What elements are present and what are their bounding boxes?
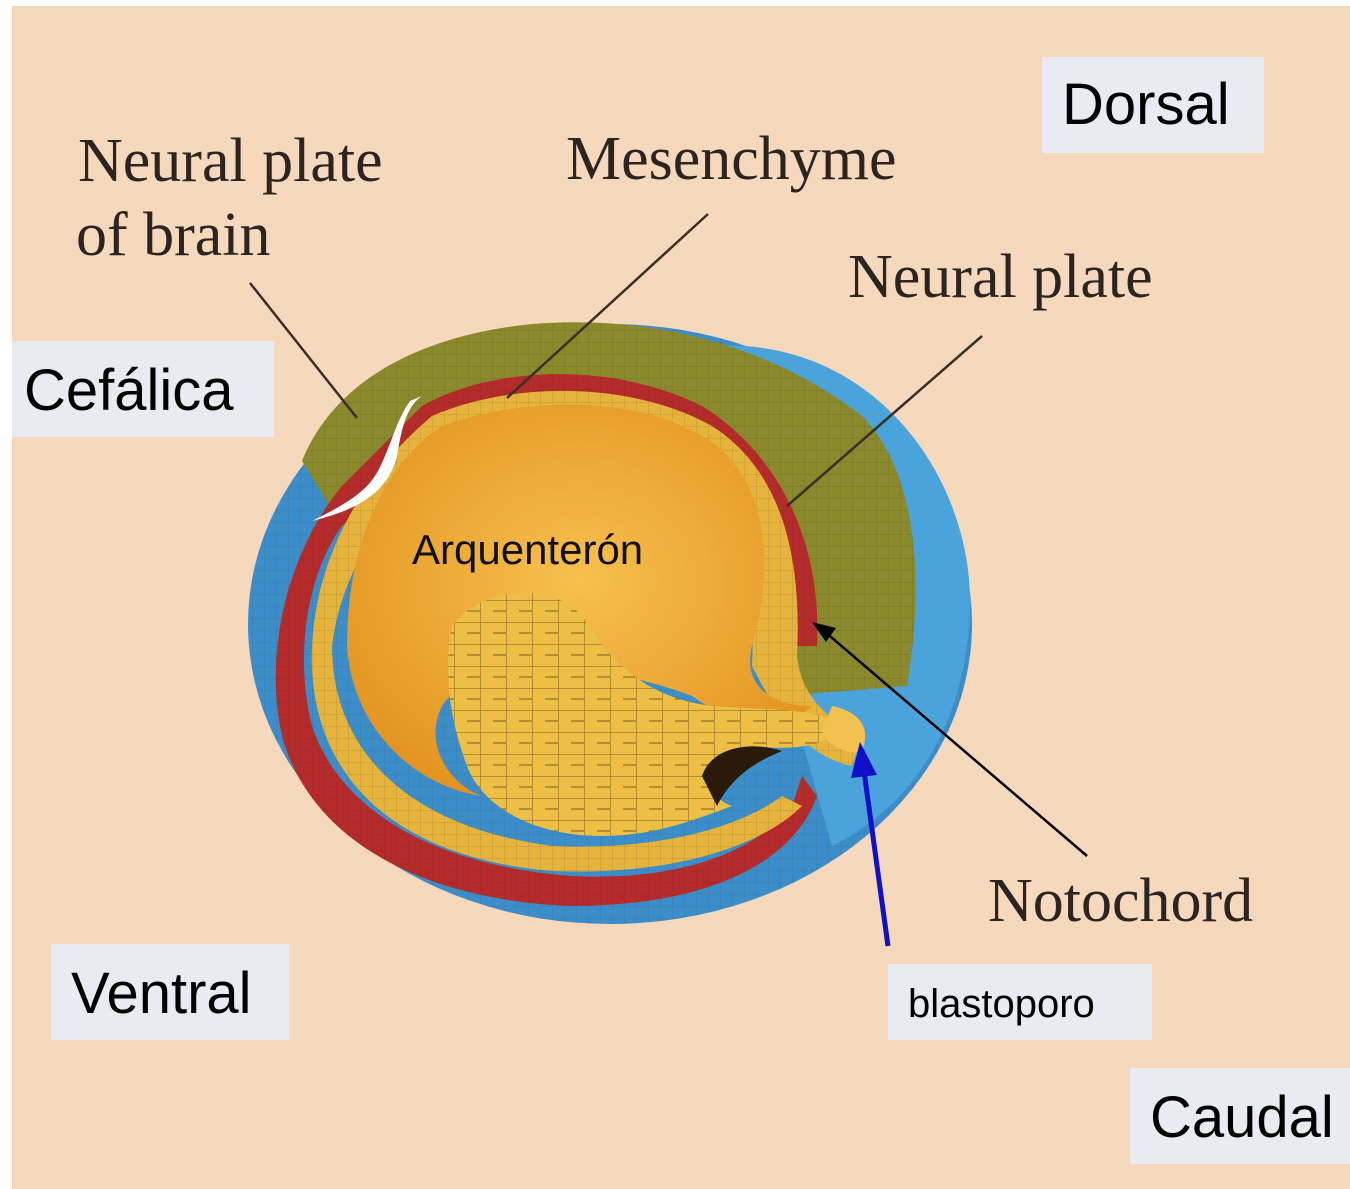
caudal-text: Caudal: [1150, 1084, 1334, 1151]
neural-plate-of-brain-line1: Neural plate: [78, 130, 383, 192]
neural-plate-label: Neural plate: [848, 246, 1153, 308]
ventral-label: Ventral: [51, 944, 289, 1040]
notochord-label: Notochord: [988, 870, 1253, 932]
blastopore-text: blastoporo: [908, 982, 1095, 1027]
neural-plate-of-brain-line2: of brain: [76, 204, 271, 266]
caudal-label: Caudal: [1130, 1068, 1350, 1164]
dorsal-text: Dorsal: [1062, 71, 1230, 138]
cephalic-text: Cefálica: [24, 357, 234, 424]
diagram-canvas: Dorsal Cefálica Ventral Caudal blastopor…: [12, 6, 1350, 1189]
cephalic-label: Cefálica: [12, 341, 274, 437]
mesenchyme-label: Mesenchyme: [566, 128, 897, 190]
ventral-text: Ventral: [71, 960, 252, 1027]
blastopore-label: blastoporo: [888, 964, 1152, 1040]
dorsal-label: Dorsal: [1042, 57, 1264, 153]
archenteron-label: Arquenterón: [412, 526, 643, 574]
